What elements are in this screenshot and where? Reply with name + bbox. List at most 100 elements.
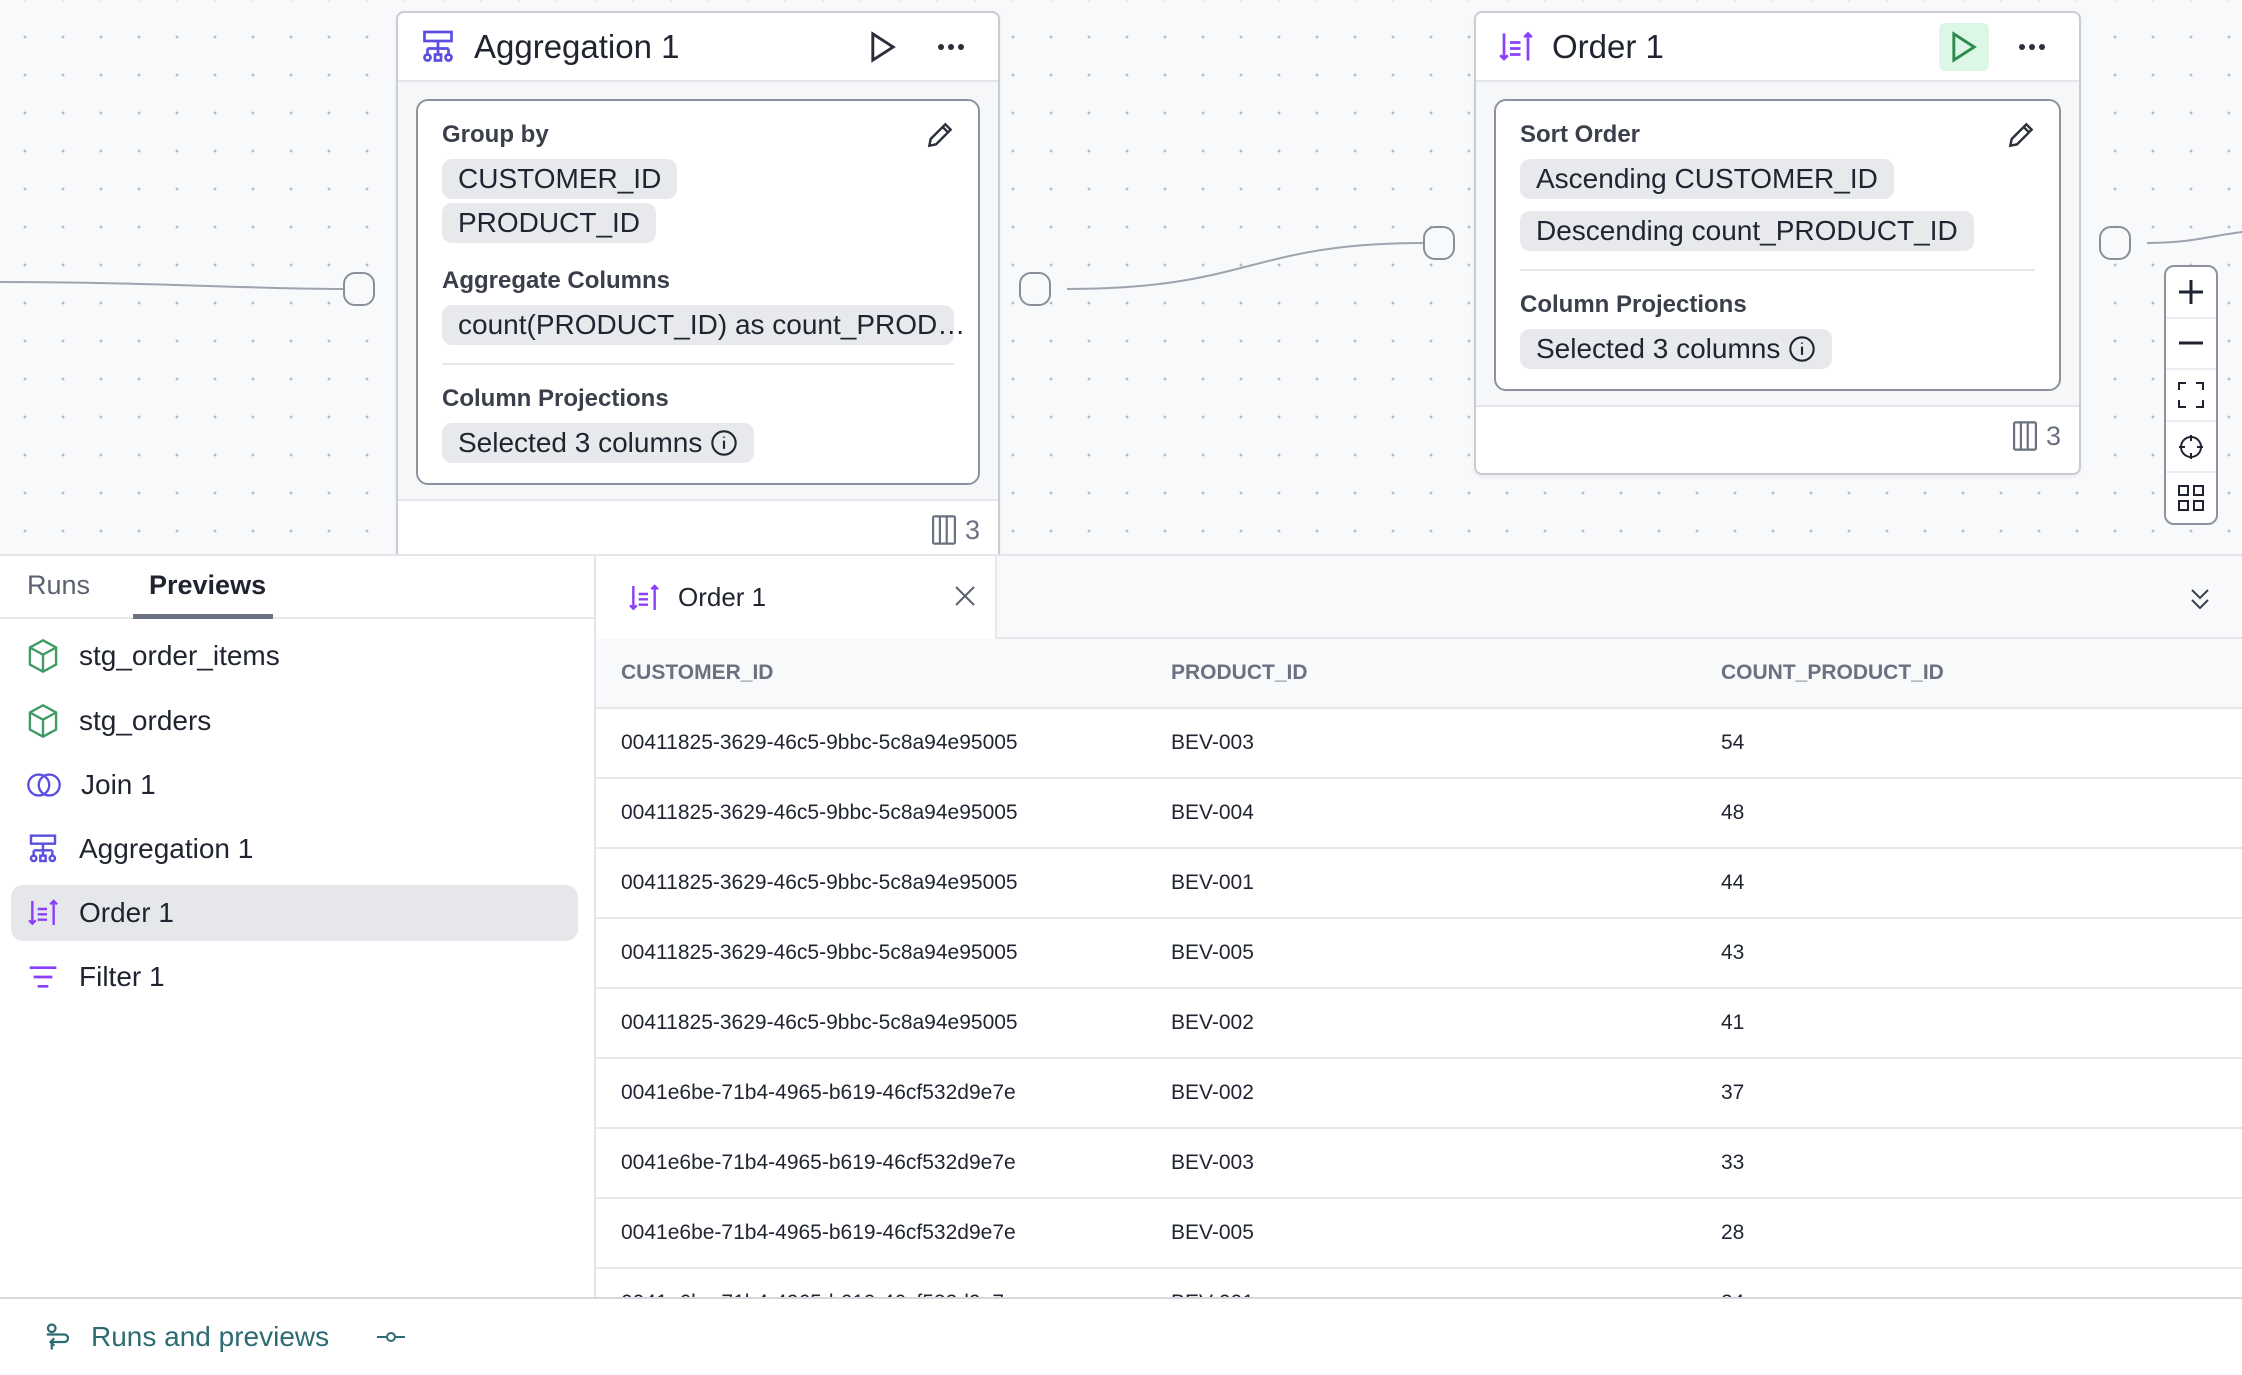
commit-icon[interactable]	[377, 1330, 406, 1344]
column-projections-label: Column Projections	[1520, 291, 1747, 318]
table-cell: 00411825-3629-46c5-9bbc-5c8a94e95005	[596, 988, 1146, 1059]
cube-icon	[28, 704, 58, 738]
preview-item-join-1[interactable]: Join 1	[11, 757, 578, 813]
column-header[interactable]: COUNT_PRODUCT_ID	[1696, 639, 2242, 709]
input-port[interactable]	[2099, 226, 2131, 260]
edit-icon[interactable]	[2005, 119, 2037, 151]
table-cell: BEV-005	[1146, 1198, 1696, 1269]
node-footer: 3	[1476, 405, 2079, 465]
aggregate-chip: count(PRODUCT_ID) as count_PROD…	[442, 305, 965, 345]
table-cell: 48	[1696, 778, 2242, 849]
table-cell: 0041e6be-71b4-4965-b619-46cf532d9e7e	[596, 1268, 1146, 1297]
active-tab-indicator	[133, 614, 273, 619]
layout-button[interactable]	[2166, 473, 2216, 523]
table-cell: 37	[1696, 1058, 2242, 1129]
more-icon	[2019, 43, 2045, 50]
table-cell: 54	[1696, 708, 2242, 779]
item-label: Join 1	[81, 769, 156, 800]
sort-chip: Descending count_PRODUCT_ID	[1520, 211, 1974, 251]
edge	[2146, 231, 2242, 244]
table-cell: BEV-005	[1146, 918, 1696, 989]
filter-icon	[29, 966, 57, 988]
table-cell: BEV-002	[1146, 988, 1696, 1059]
table-cell: BEV-003	[1146, 708, 1696, 779]
preview-tabs: Order 1	[596, 556, 2242, 639]
node-footer: 3	[398, 499, 998, 554]
run-button[interactable]	[858, 23, 908, 71]
plus-icon	[2179, 279, 2203, 304]
table-cell: 00411825-3629-46c5-9bbc-5c8a94e95005	[596, 778, 1146, 849]
sort-order-label: Sort Order	[1520, 121, 1641, 148]
runs-previews-label: Runs and previews	[91, 1321, 330, 1352]
preview-tab-label: Order 1	[678, 582, 767, 612]
zoom-controls	[2164, 265, 2218, 525]
pipeline-canvas[interactable]: Aggregation 1 Group by CUSTOMER_ID PRODU…	[0, 0, 2242, 556]
join-icon	[27, 773, 61, 797]
node-title: Order 1	[1552, 27, 1664, 65]
minus-icon	[2179, 341, 2203, 345]
table-cell: BEV-003	[1146, 1128, 1696, 1199]
column-header[interactable]: PRODUCT_ID	[1146, 639, 1696, 709]
preview-tab-order-1[interactable]: Order 1	[596, 556, 997, 639]
output-port[interactable]	[1423, 226, 1455, 260]
node-title: Aggregation 1	[474, 27, 680, 65]
group-by-label: Group by	[442, 121, 549, 148]
info-icon[interactable]	[1788, 335, 1816, 363]
edges	[0, 231, 2242, 290]
preview-item-stg-orders[interactable]: stg_orders	[11, 693, 578, 749]
edge	[0, 281, 344, 290]
cube-icon	[28, 639, 58, 673]
input-port[interactable]	[1019, 272, 1051, 306]
group-by-chip: CUSTOMER_ID	[442, 159, 678, 199]
sort-config-card[interactable]: Sort Order Ascending CUSTOMER_ID Descend…	[1494, 99, 2061, 391]
column-count: 3	[964, 514, 980, 545]
sort-icon	[629, 583, 659, 610]
info-icon[interactable]	[710, 429, 738, 457]
item-label: stg_order_items	[79, 640, 280, 671]
collapse-chevron-icon[interactable]	[2189, 587, 2211, 611]
tab-previews[interactable]: Previews	[149, 570, 267, 600]
preview-item-order-1[interactable]: Order 1	[11, 885, 578, 941]
fit-view-button[interactable]	[2166, 370, 2216, 422]
preview-item-aggregation-1[interactable]: Aggregation 1	[11, 821, 578, 877]
aggregation-node[interactable]: Aggregation 1 Group by CUSTOMER_ID PRODU…	[396, 11, 1000, 554]
more-button[interactable]	[2007, 23, 2057, 71]
edit-icon[interactable]	[924, 119, 956, 151]
runs-previews-sidebar: Runs Previews stg_order_items stg_orders…	[0, 556, 596, 1297]
zoom-out-button[interactable]	[2166, 319, 2216, 371]
zoom-in-button[interactable]	[2166, 267, 2216, 319]
more-button[interactable]	[926, 23, 976, 71]
group-by-chip: PRODUCT_ID	[442, 203, 657, 243]
aggregation-config-card[interactable]: Group by CUSTOMER_ID PRODUCT_ID Aggregat…	[416, 99, 980, 485]
table-cell: 24	[1696, 1268, 2242, 1297]
table-cell: 00411825-3629-46c5-9bbc-5c8a94e95005	[596, 708, 1146, 779]
projection-chip: Selected 3 columns	[1520, 329, 1833, 369]
output-port[interactable]	[343, 272, 375, 306]
table-cell: 41	[1696, 988, 2242, 1059]
table-cell: 43	[1696, 918, 2242, 989]
close-icon[interactable]	[953, 584, 977, 608]
preview-item-filter-1[interactable]: Filter 1	[11, 949, 578, 1005]
table-row: 0041e6be-71b4-4965-b619-46cf532d9e7eBEV-…	[596, 1268, 2242, 1297]
projection-text: Selected 3 columns	[1536, 333, 1781, 364]
column-header[interactable]: CUSTOMER_ID	[596, 639, 1146, 709]
center-button[interactable]	[2166, 422, 2216, 474]
table-cell: BEV-001	[1146, 848, 1696, 919]
columns-icon	[931, 515, 956, 545]
aggregation-icon	[423, 30, 453, 62]
preview-item-stg-order-items[interactable]: stg_order_items	[11, 628, 578, 684]
runs-previews-toggle[interactable]: Runs and previews	[0, 1297, 2242, 1375]
item-label: Aggregation 1	[79, 833, 254, 864]
order-node[interactable]: Order 1 Sort Order Ascending CUSTOMER_ID…	[1474, 11, 2081, 475]
tab-runs[interactable]: Runs	[27, 570, 91, 600]
run-button[interactable]	[1939, 22, 1989, 71]
table-cell: BEV-002	[1146, 1058, 1696, 1129]
columns-icon	[2012, 421, 2037, 451]
